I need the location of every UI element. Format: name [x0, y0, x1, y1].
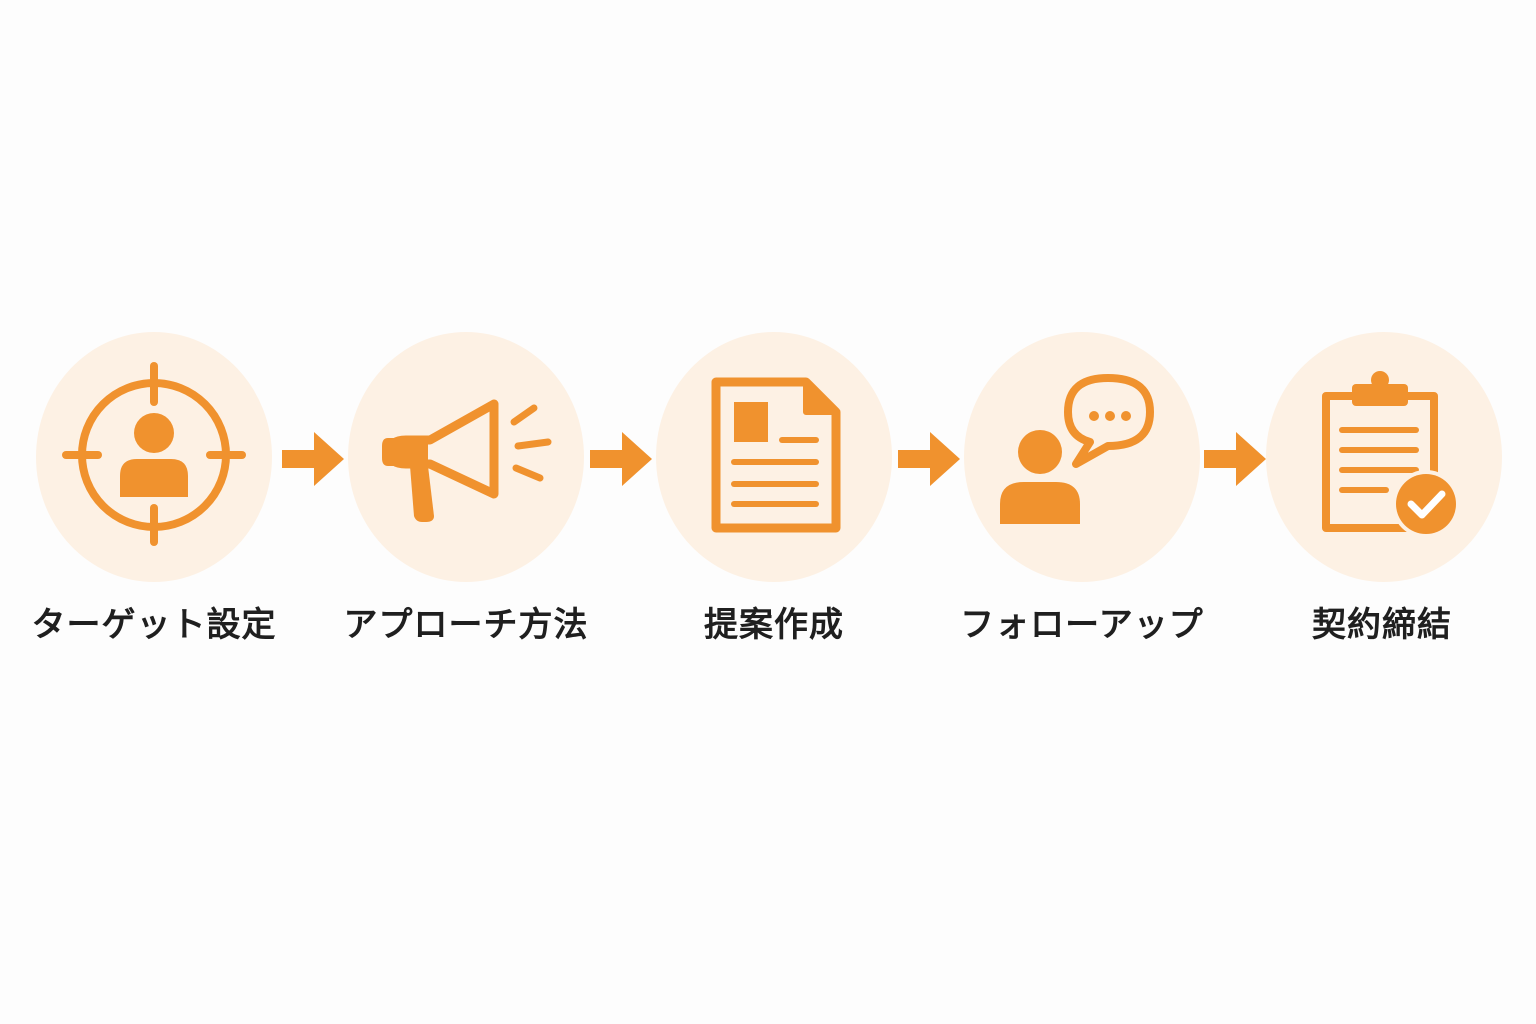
- arrow-right-icon: [590, 432, 652, 486]
- step-4-circle: [964, 332, 1200, 582]
- step-2-label: アプローチ方法: [343, 605, 589, 645]
- document-icon: [656, 332, 892, 582]
- step-3-circle: [656, 332, 892, 582]
- target-person-icon: [36, 332, 272, 582]
- step-4-label: フォローアップ: [960, 605, 1204, 645]
- step-5-circle: [1266, 332, 1502, 582]
- arrow-right-icon: [898, 432, 960, 486]
- arrow-right-icon: [282, 432, 344, 486]
- step-3-label: 提案作成: [704, 605, 844, 645]
- clipboard-check-icon: [1266, 332, 1502, 582]
- step-5-label: 契約締結: [1312, 605, 1452, 645]
- step-1-label: ターゲット設定: [31, 605, 277, 645]
- arrow-right-icon: [1204, 432, 1266, 486]
- megaphone-icon: [348, 332, 584, 582]
- person-chat-icon: [964, 332, 1200, 582]
- step-1-circle: [36, 332, 272, 582]
- step-2-circle: [348, 332, 584, 582]
